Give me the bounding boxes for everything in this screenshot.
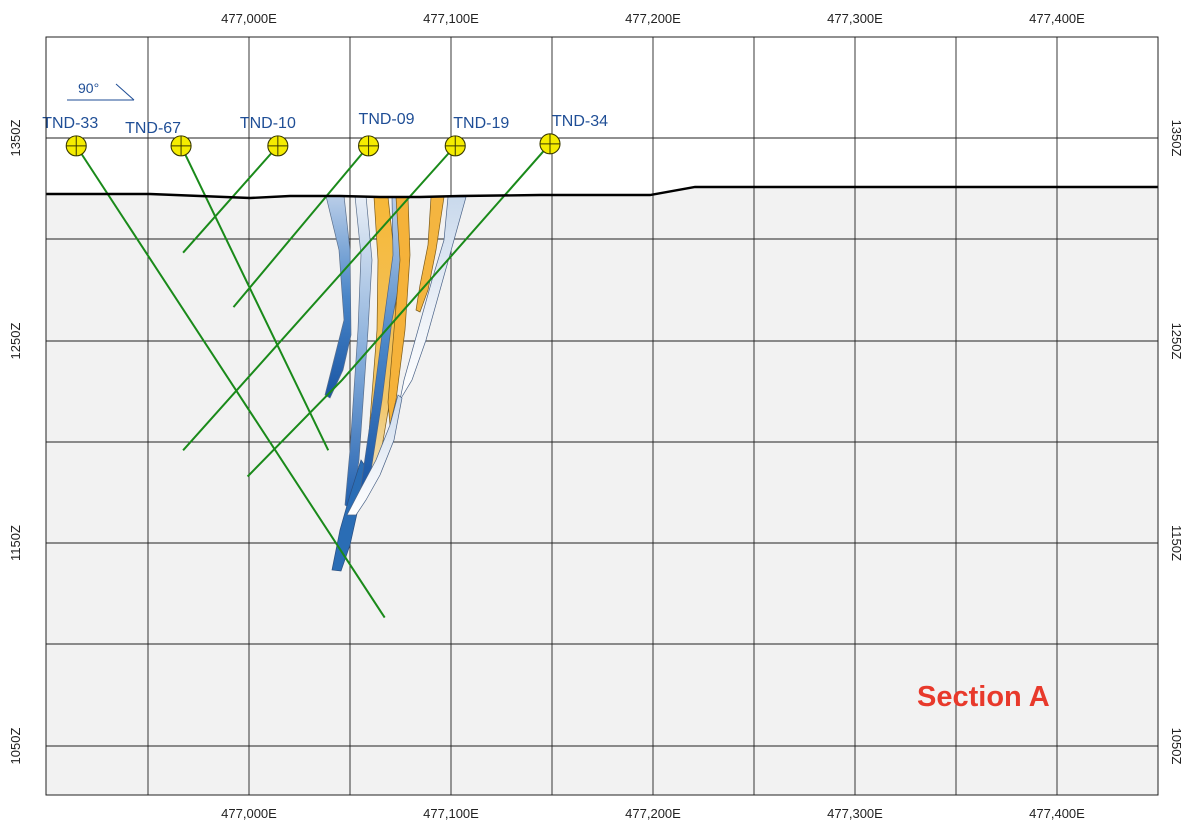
elevation-label-left: 1250Z [8,323,23,360]
easting-label-top: 477,300E [827,11,883,26]
grid-lines [46,37,1158,795]
collar-marker: TND-33 [42,115,98,157]
azimuth-arrow-icon [115,83,135,101]
drillhole-trace [232,145,370,308]
azimuth-indicator: 90° [67,80,135,101]
drillhole-trace [75,145,386,619]
vein-blue-lower [346,394,403,516]
drillhole-trace [246,143,551,478]
topography-line [46,185,1158,200]
frame-border [45,36,1159,796]
collar-marker: TND-34 [539,113,608,155]
drillhole-label: TND-09 [359,111,415,128]
drillhole-label: TND-34 [552,113,608,130]
easting-label-bottom: 477,400E [1029,806,1085,821]
collar-marker: TND-09 [358,111,415,157]
easting-label-bottom: 477,100E [423,806,479,821]
collar-marker: TND-67 [125,120,192,157]
collar-marker: TND-10 [240,115,296,157]
vein-orange-far-east [415,196,445,313]
elevation-label-left: 1150Z [8,525,23,561]
easting-label-top: 477,100E [423,11,479,26]
section-title: Section A [917,681,1050,713]
elevation-label-right: 1250Z [1169,323,1184,360]
easting-label-top: 477,200E [625,11,681,26]
easting-label-top: 477,400E [1029,11,1085,26]
vein-blue-west [324,195,352,399]
elevation-label-left: 1350Z [8,120,23,157]
drillhole-label: TND-10 [240,115,296,132]
drillhole-label: TND-67 [125,120,181,137]
collars: TND-33 TND-67 TND-10 TND-09 TND-19 TND-34 [42,111,608,157]
vein-pale-east [399,196,467,401]
vein-bodies [324,195,467,572]
ground-fill [46,187,1158,795]
easting-label-bottom: 477,200E [625,806,681,821]
easting-label-top: 477,000E [221,11,277,26]
drillhole-label: TND-19 [453,115,509,132]
elevation-label-right: 1350Z [1169,120,1184,157]
elevation-label-left: 1050Z [8,728,23,765]
axis-labels: 477,000E 477,000E 477,100E 477,100E 477,200E… [8,11,1184,821]
elevation-label-right: 1050Z [1169,728,1184,765]
elevation-label-right: 1150Z [1169,525,1184,561]
azimuth-label: 90° [78,80,99,96]
easting-label-bottom: 477,300E [827,806,883,821]
drillhole-trace [182,145,279,254]
easting-label-bottom: 477,000E [221,806,277,821]
collar-marker: TND-19 [444,115,509,157]
drillhole-label: TND-33 [42,115,98,132]
